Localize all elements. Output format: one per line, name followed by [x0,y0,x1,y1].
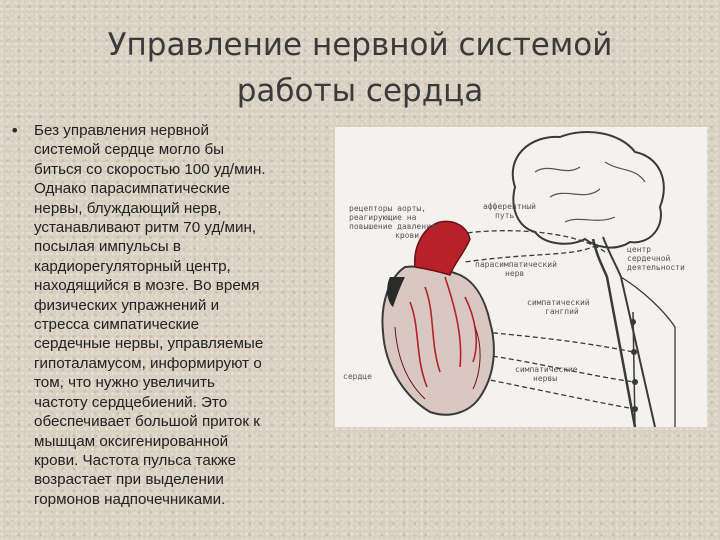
body-line: стресса симпатические [34,316,200,334]
label-center: центр сердечной деятельности [627,245,685,272]
title-line-2: работы сердца [236,73,484,109]
ganglion [631,349,637,355]
label-sympathetic-nerves: симпатические нервы [515,365,578,383]
svg-text:деятельности: деятельности [627,263,685,272]
svg-text:сердце: сердце [343,372,372,381]
heart-vessel-dark [387,277,405,307]
body-line: обеспечивает большой приток к [34,413,260,431]
svg-text:парасимпатический: парасимпатический [475,260,557,269]
body-line: частоту сердцебиений. Это [34,393,228,411]
svg-text:крови: крови [395,231,419,240]
label-aorta-receptors: рецепторы аорты, реагирующие на повышени… [349,204,436,240]
spinal-cord-edge [602,236,656,427]
label-sympathetic-ganglion: симпатический ганглий [527,298,590,316]
brain-folds [534,161,646,223]
diagram-svg: рецепторы аорты, реагирующие на повышени… [343,131,685,427]
body-line: возрастает при выделении [34,471,224,489]
svg-text:реагирующие на: реагирующие на [349,213,417,222]
svg-text:повышение давления: повышение давления [349,222,436,231]
svg-text:афферентный: афферентный [483,202,536,211]
ganglion [630,319,636,325]
label-afferent-path: афферентный путь [483,202,536,220]
body-line: посылая импульсы в [34,238,181,256]
body-line: находящийся в мозге. Во время [34,277,260,295]
svg-text:путь: путь [495,211,514,220]
body-line: кардиорегуляторный центр, [34,257,231,275]
body-line: системой сердце могло бы [34,141,225,159]
sympathetic-nerve-path-1 [484,331,634,353]
svg-text:нервы: нервы [533,374,557,383]
body-line: сердечные нервы, управляемые [34,335,264,353]
svg-text:ганглий: ганглий [545,307,579,316]
label-parasympathetic-nerve: парасимпатический нерв [475,260,557,278]
slide-title: Управление нервной системой работы сердц… [60,22,660,114]
svg-text:сердечной: сердечной [627,254,671,263]
heart-shading [394,326,481,400]
sympathetic-nerve-path-3 [474,376,636,410]
sympathetic-nerve-path-2 [484,354,635,383]
heart-aorta [414,220,471,276]
svg-text:нерв: нерв [505,269,524,278]
body-line: нервы, блуждающий нерв, [34,199,222,217]
heart-innervation-diagram: рецепторы аорты, реагирующие на повышени… [335,127,707,427]
body-line: физических упражнений и [34,296,220,314]
body-line: том, что нужно увеличить [34,374,215,392]
svg-text:симпатический: симпатический [527,298,590,307]
body-line: Однако парасимпатические [34,180,231,198]
body-line: крови. Частота пульса также [34,451,237,469]
svg-text:симпатические: симпатические [515,365,578,374]
parasympathetic-nerve-path [464,244,598,263]
brain-outline [511,131,665,249]
heart-coronary-vessels [409,276,478,388]
bullet-paragraph: Без управления нервной системой сердце м… [34,121,324,509]
svg-text:рецепторы аорты,: рецепторы аорты, [349,204,426,213]
body-line: мышцам оксигенированной [34,432,229,450]
body-line: устанавливают ритм 70 уд/мин, [34,219,257,237]
ganglion [632,379,638,385]
svg-text:центр: центр [627,245,651,254]
body-line: гормонов надпочечниками. [34,490,226,508]
spinal-cord [591,238,637,427]
bullet-marker: • [10,121,20,140]
body-line: биться со скоростью 100 уд/мин. [34,160,266,178]
body-line: Без управления нервной [34,122,209,139]
title-line-1: Управление нервной системой [107,27,613,63]
connector-path [620,276,676,427]
label-heart: сердце [343,372,372,381]
body-line: гипоталамусом, информируют о [34,354,262,372]
